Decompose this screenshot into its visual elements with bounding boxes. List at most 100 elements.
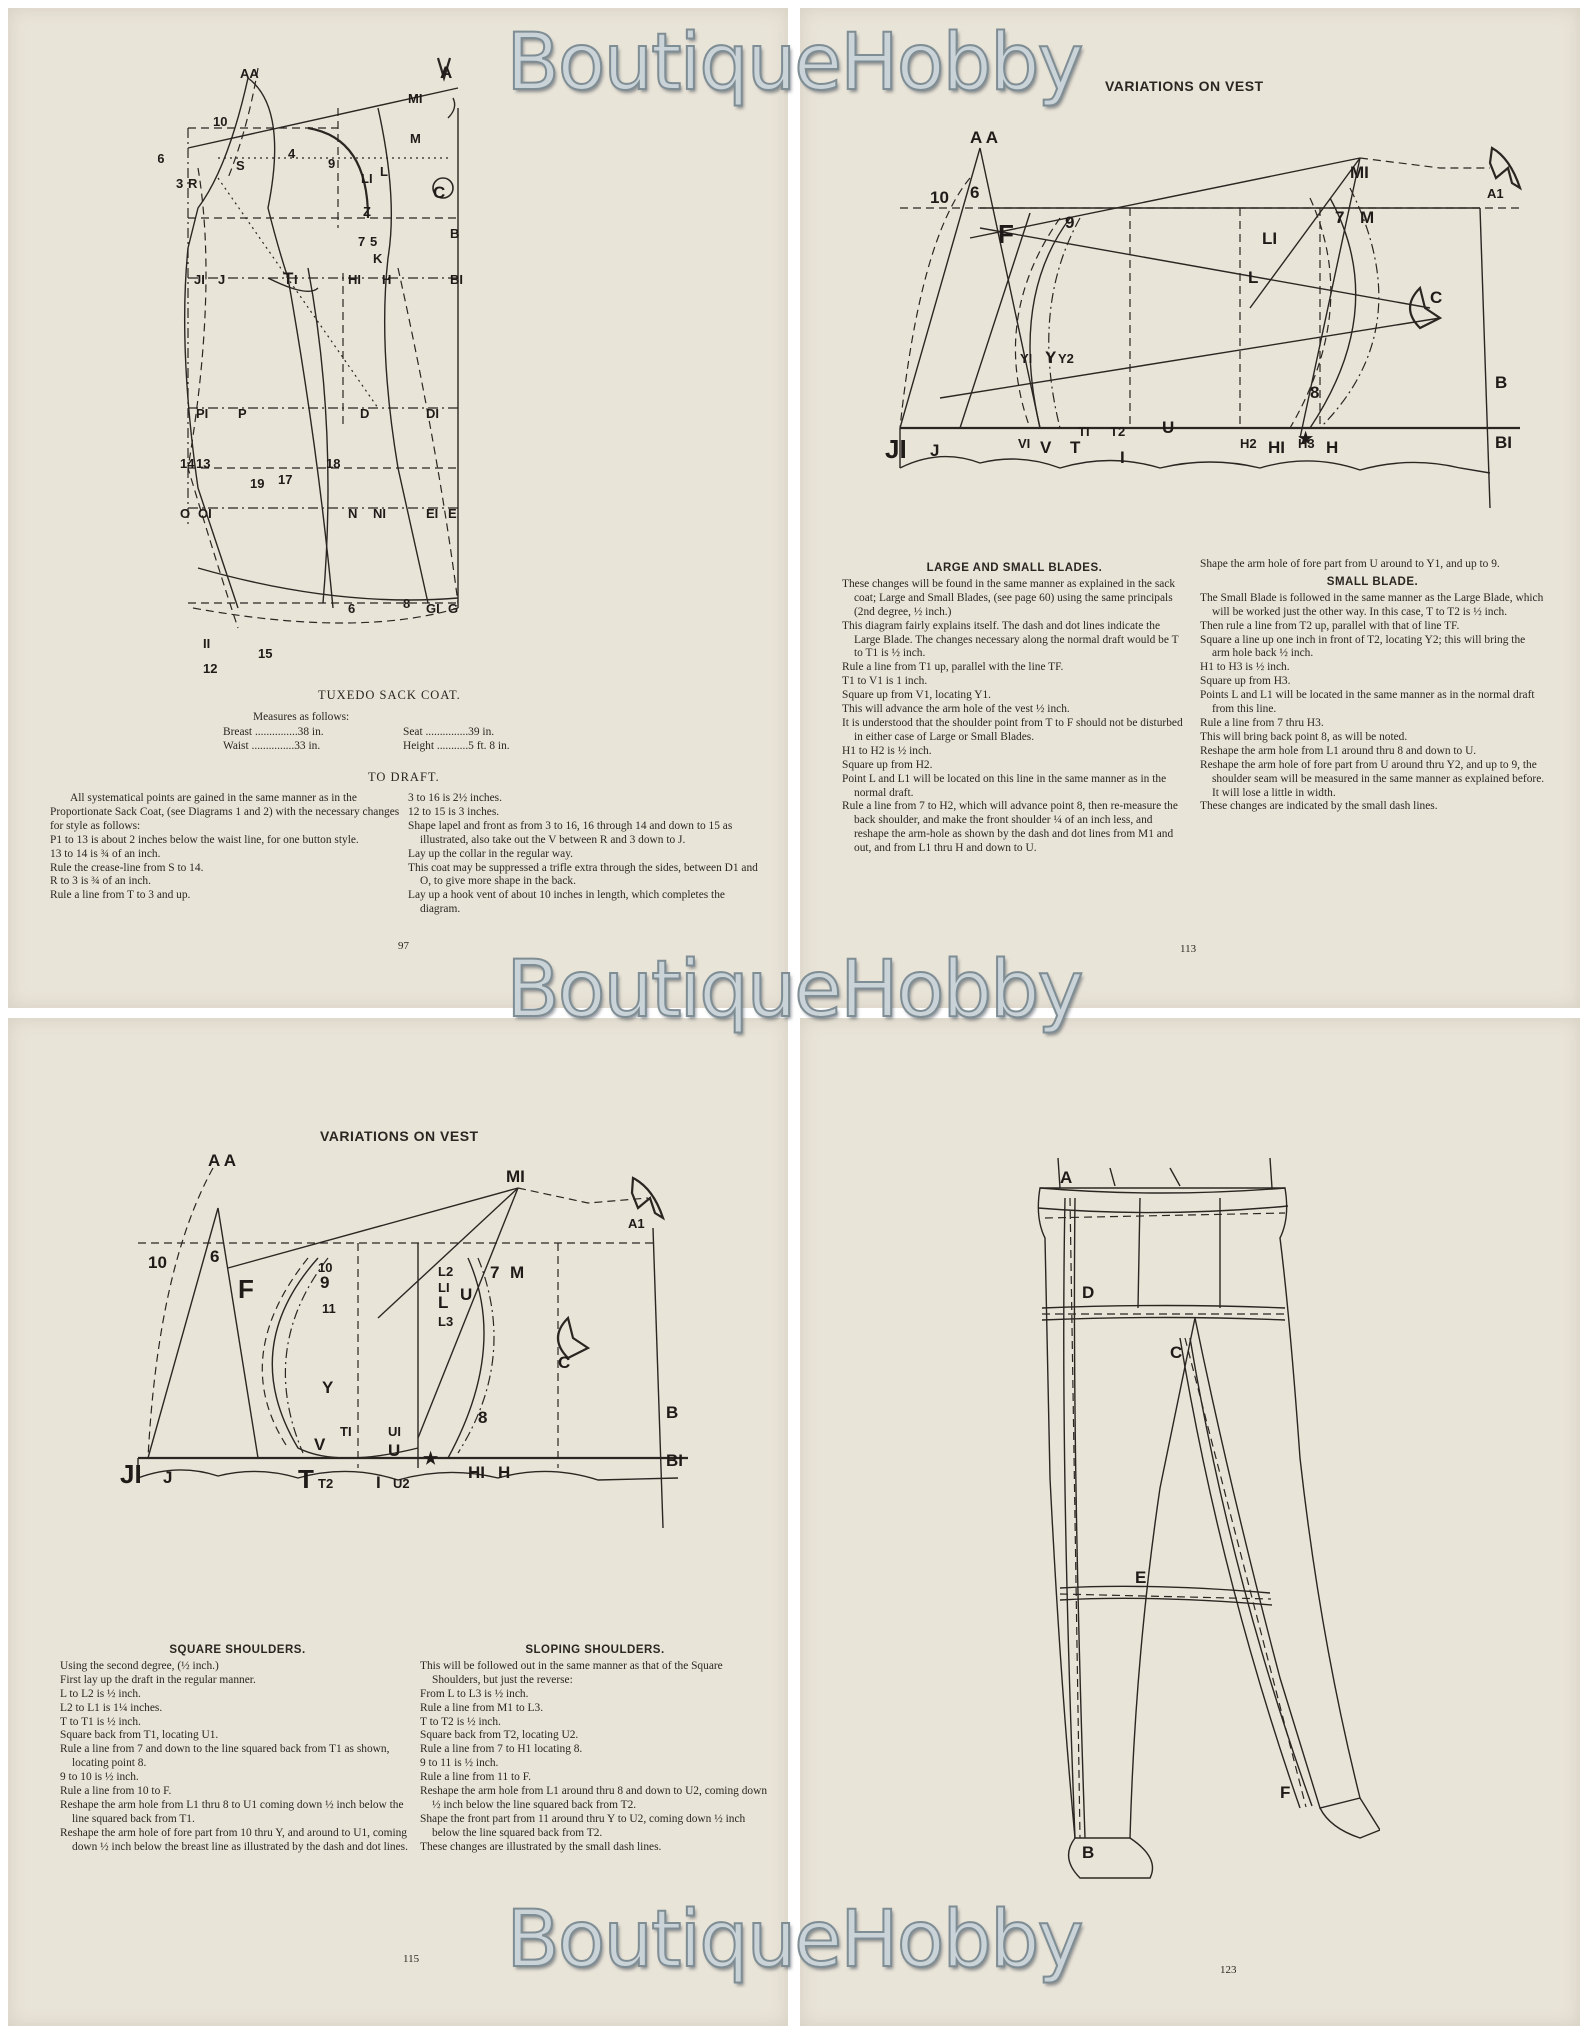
diagram-label: HI [1268,438,1285,457]
page-number: 123 [1220,1964,1237,1976]
diagram-label: E [1135,1568,1146,1587]
paragraph: This will be followed out in the same ma… [420,1659,723,1686]
paragraph: Using the second degree, (½ inch.) [60,1659,219,1672]
diagram-label: Y2 [1058,351,1074,366]
diagram-label: D [1082,1283,1094,1302]
paragraph: This diagram fairly explains itself. The… [842,619,1179,660]
paragraph: 12 to 15 is 3 inches. [408,805,500,818]
diagram-label: MI [506,1167,525,1186]
diagram-label: Z [363,204,371,219]
diagram-label: 13 [196,456,210,471]
diagram-label: T [1070,438,1081,457]
diagram-label: JI [885,434,907,464]
paragraph: This will bring back point 8, as will be… [1200,730,1408,743]
diagram-label: 6 [970,183,979,202]
paragraph: Rule a line from M1 to L3. [420,1701,544,1714]
section-heading: LARGE AND SMALL BLADES. [926,562,1103,574]
diagram-label: AA [240,66,259,81]
diagram-label: LI [438,1280,450,1295]
paragraph: All systematical points are gained in th… [50,792,400,832]
diagram-label: TI [340,1424,352,1439]
diagram-label: II [203,636,210,651]
paragraph: Rule a line from 7 to H2, which will adv… [842,800,1178,855]
page-title: VARIATIONS ON VEST [320,1128,479,1144]
diagram-label: 7 [358,234,365,249]
diagram-label: S [236,158,245,173]
text-column-left: SQUARE SHOULDERS. Using the second degre… [60,1640,415,1855]
diagram-label: 14 [180,456,195,471]
page-number: 97 [398,940,409,952]
paragraph: Shape the arm hole of fore part from U a… [1200,558,1500,570]
diagram-label: E [448,506,457,521]
measure-seat: Seat ...............39 in. [403,726,495,738]
diagram-label: A1 [1487,186,1504,201]
diagram-label: F [998,219,1014,249]
to-draft-heading: TO DRAFT. [368,770,440,784]
diagram-label: T [283,269,294,288]
diagram-label: P [238,406,247,421]
diagram-label: HI [468,1463,485,1482]
paragraph: Reshape the arm hole from L1 around thru… [1200,744,1477,757]
paragraph: T to T2 is ½ inch. [420,1715,501,1728]
diagram-label: B [1495,373,1507,392]
measures-left: Breast ...............38 in. Waist .....… [223,725,324,753]
diagram-label: UI [388,1424,401,1439]
large-small-blades-diagram: A A 10 6 F 9 MI 7 M A1 LI L C B BI YI Y … [880,108,1560,509]
diagram-label: OI [198,506,212,521]
diagram-label: J [930,441,939,460]
diagram-label: TI [1078,424,1090,439]
paragraph: Rule the crease-line from S to 14. [50,861,204,874]
diagram-label: MI [1350,163,1369,182]
diagram-label: BI [1495,433,1512,452]
diagram-label: C [1170,1343,1182,1362]
paragraph: Reshape the arm hole of fore part from 1… [60,1826,408,1853]
diagram-label: U [1162,418,1174,437]
paragraph: Point L and L1 will be located on this l… [842,772,1167,799]
page-115: VARIATIONS ON VEST A A 10 [8,1018,788,2026]
paragraph: P1 to 13 is about 2 inches below the wai… [50,833,359,846]
paragraph: Rule a line from 10 to F. [60,1785,172,1798]
diagram-label: M [410,131,421,146]
diagram-label: BI [450,272,463,287]
diagram-label: L2 [438,1264,453,1279]
diagram-label: 6 [348,601,355,616]
diagram-label: LI [361,171,373,186]
page-number: 115 [403,1953,420,1965]
diagram-label: F [238,1274,254,1304]
diagram-label: 7 [490,1263,499,1282]
measure-waist: Waist ...............33 in. [223,740,321,752]
paragraph: Square back from T1, locating U1. [60,1729,219,1742]
diagram-label: M [1360,208,1374,227]
paragraph: Rule a line from 7 to H1 locating 8. [420,1743,583,1756]
diagram-label: B [1082,1843,1094,1862]
text-column-right: Shape the arm hole of fore part from U a… [1200,558,1545,814]
diagram-label: T2 [1110,424,1125,439]
diagram-label: 17 [278,472,292,487]
diagram-label: K [373,251,383,266]
paragraph: Lay up the collar in the regular way. [408,847,573,860]
diagram-label: 4 [288,146,296,161]
paragraph: The Small Blade is followed in the same … [1200,591,1544,618]
text-column-right: 3 to 16 is 2½ inches. 12 to 15 is 3 inch… [408,792,763,917]
paragraph: These changes are illustrated by the sma… [420,1840,662,1853]
shoulders-variation-diagram: A A 10 6 F 10 9 11 MI 7 M A1 L2 LI L L3 … [118,1148,708,1548]
paragraph: Square up from H3. [1200,675,1291,688]
diagram-label: L [438,1293,448,1312]
diagram-label: A1 [628,1216,645,1231]
diagram-label: Y [1045,348,1057,367]
page-97: AA 10 S 4 3 R 16 9 MI M LI L Z 7 5 K C B… [8,8,788,1008]
diagram-label: A [1060,1168,1072,1187]
diagram-label: V [314,1435,326,1454]
diagram-label: C [433,183,445,202]
diagram-label: A A [970,128,998,147]
paragraph: 13 to 14 is ¾ of an inch. [50,847,161,860]
paragraph: Square up from V1, locating Y1. [842,689,992,702]
diagram-label: L3 [438,1314,453,1329]
paragraph: Then rule a line from T2 up, parallel wi… [1200,619,1460,632]
diagram-label: BI [666,1451,683,1470]
section-heading: SQUARE SHOULDERS. [169,1644,306,1656]
diagram-label: G [448,601,458,616]
diagram-label: YI [1020,351,1032,366]
paragraph: It is understood that the shoulder point… [842,716,1183,743]
diagram-label: 10 [148,1253,167,1272]
